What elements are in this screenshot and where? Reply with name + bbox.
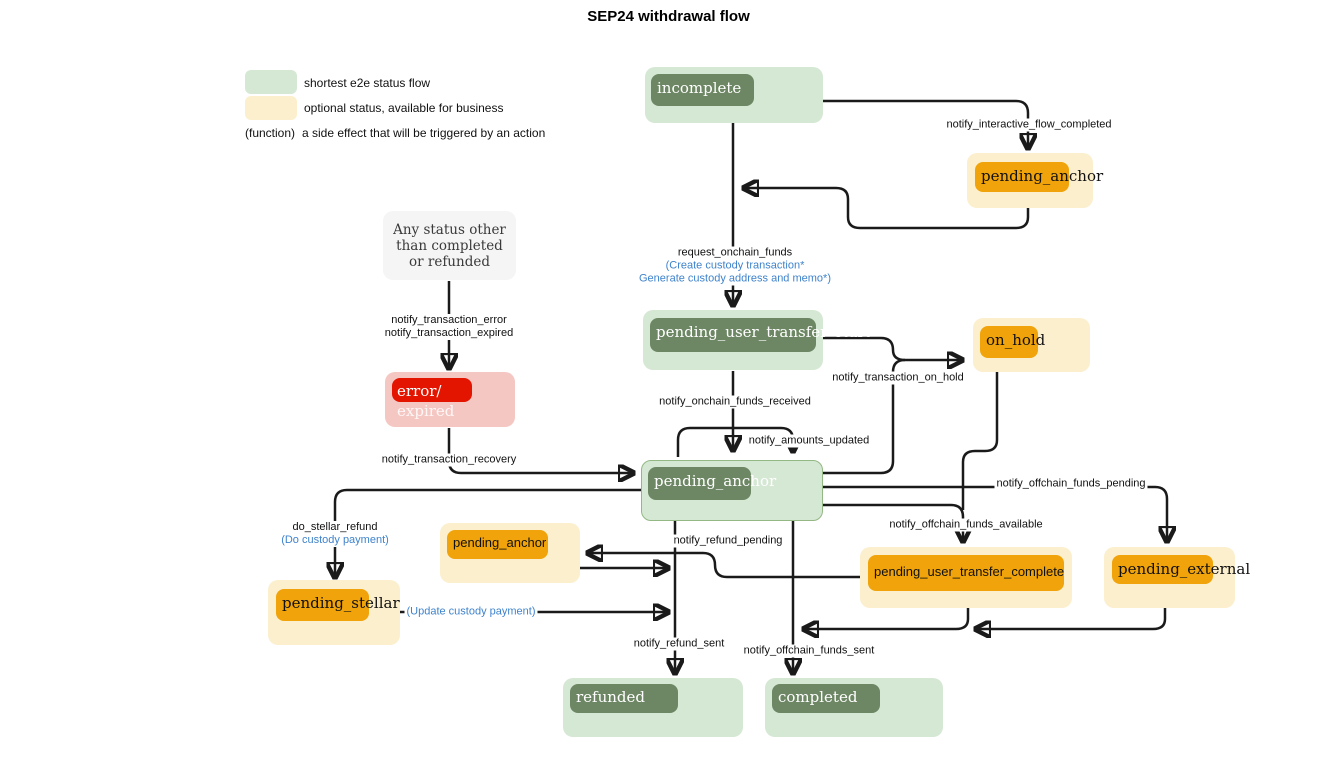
edge-label-do-stellar-refund: do_stellar_refund (Do custody payment) xyxy=(279,521,391,547)
node-on-hold-label: on_hold xyxy=(980,326,1045,358)
edge-putc-to-pending-anchor-optional xyxy=(590,553,860,579)
legend-function-token: (function) xyxy=(245,126,296,140)
edge-label-notify-refund-pending: notify_refund_pending xyxy=(671,534,785,548)
edge-pending-anchor-to-on-hold xyxy=(823,358,906,475)
edge-label-create-custody-transaction: (Create custody transaction* xyxy=(665,259,805,272)
error-line2: expired xyxy=(397,402,455,420)
legend-green-label: shortest e2e status flow xyxy=(304,76,431,90)
edge-label-notify-refund-sent: notify_refund_sent xyxy=(631,637,727,651)
node-pending-anchor-optional-label: pending_anchor xyxy=(447,530,548,559)
edge-label-notify-transaction-recovery: notify_transaction_recovery xyxy=(379,453,519,467)
edge-pending-external-to-completed xyxy=(978,608,1167,629)
edge-label-generate-custody-address: Generate custody address and memo*) xyxy=(639,272,831,285)
node-incomplete-label: incomplete xyxy=(651,74,754,106)
node-pending-anchor-label: pending_anchor xyxy=(648,467,776,500)
node-any-status: Any status other than completed or refun… xyxy=(383,211,516,280)
node-pending-user-transfer-complete-label: pending_user_transfer_complete xyxy=(868,555,1064,591)
page-title: SEP24 withdrawal flow xyxy=(587,8,750,25)
edge-label-notify-amounts-updated: notify_amounts_updated xyxy=(746,434,872,448)
edge-label-update-custody-payment: (Update custody payment) xyxy=(404,605,538,619)
edge-pending-anchor-to-putc xyxy=(823,503,963,539)
edge-label-notify-transaction-error-expired: notify_transaction_error notify_transact… xyxy=(382,314,516,340)
edge-label-notify-offchain-funds-sent: notify_offchain_funds_sent xyxy=(741,644,877,658)
legend-function-label: a side effect that will be triggered by … xyxy=(302,126,546,140)
edge-putc-to-completed xyxy=(806,608,970,629)
node-error-expired-label: error/expired xyxy=(392,378,472,420)
edge-puts-to-on-hold xyxy=(823,336,960,360)
node-pending-anchor-top-label: pending_anchor xyxy=(975,162,1103,192)
edge-pending-anchor-to-pending-external xyxy=(823,485,1167,539)
edge-label-request-onchain-funds: request_onchain_funds (Create custody tr… xyxy=(637,246,833,286)
legend-yellow-label: optional status, available for business xyxy=(304,101,504,115)
edge-on-hold-down xyxy=(961,372,999,510)
edge-label-do-custody-payment: (Do custody payment) xyxy=(281,534,389,546)
legend-green-swatch xyxy=(245,70,297,94)
node-refunded-label: refunded xyxy=(570,684,678,713)
node-pending-stellar-label: pending_stellar xyxy=(276,589,400,621)
error-line1: error/ xyxy=(397,382,442,400)
node-pending-external-label: pending_external xyxy=(1112,555,1250,584)
legend-yellow-swatch xyxy=(245,96,297,120)
node-pending-user-transfer-start-label: pending_user_transfer_start xyxy=(650,318,871,352)
edge-incomplete-to-pending-anchor-top xyxy=(823,99,1028,146)
edge-label-notify-offchain-funds-available: notify_offchain_funds_available xyxy=(887,518,1045,532)
edge-pending-anchor-to-pending-stellar xyxy=(335,488,641,575)
edge-label-notify-onchain-funds-received: notify_onchain_funds_received xyxy=(657,395,813,409)
node-completed-label: completed xyxy=(772,684,880,713)
edge-pending-anchor-top-return xyxy=(746,188,1030,230)
edge-label-notify-interactive-flow-completed: notify_interactive_flow_completed xyxy=(944,118,1114,132)
edge-label-notify-offchain-funds-pending: notify_offchain_funds_pending xyxy=(994,477,1148,491)
edge-label-notify-transaction-on-hold: notify_transaction_on_hold xyxy=(830,371,966,385)
